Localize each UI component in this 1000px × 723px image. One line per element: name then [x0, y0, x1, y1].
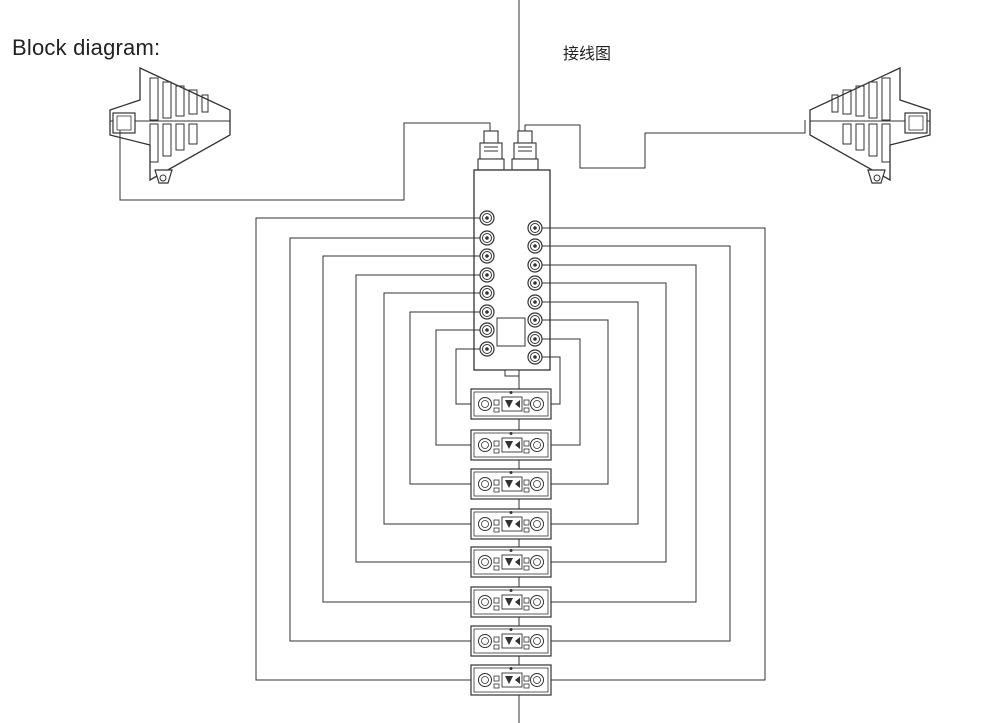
wire-left-4: [355, 274, 480, 563]
wire-right-3: [542, 264, 697, 603]
output-port-right-8: [527, 349, 543, 365]
right-antenna-cable: [524, 120, 806, 169]
wire-left-2: [289, 237, 480, 642]
page-title: Block diagram:: [12, 35, 161, 60]
splitter-receiver-wiring: [255, 217, 766, 681]
receiver-module-1: [470, 388, 552, 420]
splitter-input-connector-left: [477, 130, 505, 171]
wire-right-1: [542, 227, 766, 681]
wire-right-4: [542, 282, 667, 563]
receiver-module-7: [470, 625, 552, 657]
page-title-chinese: 接线图: [563, 44, 612, 63]
wire-left-3: [322, 255, 480, 603]
wire-left-8: [455, 348, 480, 405]
output-port-right-2: [527, 238, 543, 254]
receiver-module-2: [470, 429, 552, 461]
splitter-input-connector-right: [511, 130, 539, 171]
wire-left-6: [409, 311, 480, 485]
wire-left-7: [435, 329, 480, 446]
output-port-left-8: [479, 341, 495, 357]
receiver-module-8: [470, 664, 552, 696]
wire-right-8: [542, 356, 561, 405]
right-antenna-icon: [809, 66, 931, 184]
wire-right-7: [542, 338, 581, 446]
output-port-left-5: [479, 285, 495, 301]
left-antenna-icon: [109, 66, 231, 184]
receiver-module-5: [470, 546, 552, 578]
output-port-left-1: [479, 210, 495, 226]
output-port-right-3: [527, 257, 543, 273]
output-port-left-4: [479, 267, 495, 283]
wire-right-6: [542, 319, 609, 485]
output-port-right-6: [527, 312, 543, 328]
output-port-left-2: [479, 230, 495, 246]
wire-left-5: [383, 292, 480, 525]
output-port-right-1: [527, 220, 543, 236]
output-port-left-6: [479, 304, 495, 320]
receiver-module-6: [470, 586, 552, 618]
output-port-left-7: [479, 322, 495, 338]
output-port-right-7: [527, 331, 543, 347]
output-port-right-4: [527, 275, 543, 291]
output-port-right-5: [527, 294, 543, 310]
wire-right-5: [542, 301, 639, 525]
receiver-module-4: [470, 508, 552, 540]
receiver-module-3: [470, 468, 552, 500]
wire-left-1: [255, 217, 480, 681]
wire-right-2: [542, 245, 731, 642]
receiver-modules: [470, 388, 552, 696]
left-antenna-cable: [119, 122, 491, 201]
output-port-left-3: [479, 248, 495, 264]
